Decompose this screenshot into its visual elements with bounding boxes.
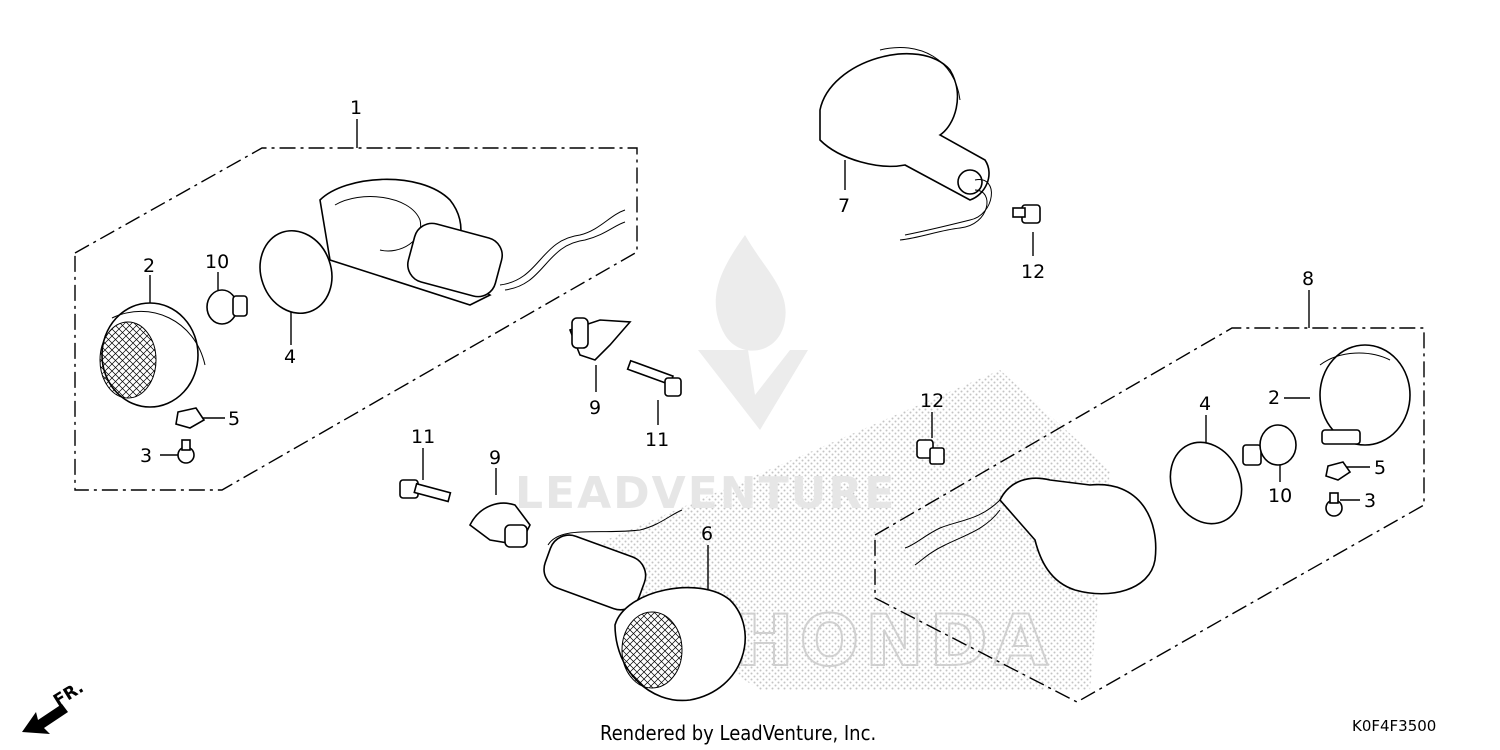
callout-5-right: 5: [1374, 457, 1386, 479]
stay-9-upper: [568, 317, 632, 361]
callout-6: 6: [701, 523, 713, 545]
render-credit: Rendered by LeadVenture, Inc.: [600, 721, 876, 745]
turn-signal-lens-left: [99, 302, 206, 408]
turn-signal-housing-left: [319, 178, 626, 306]
callout-11-upper: 11: [645, 429, 669, 451]
watermark-honda-text: HONDA: [735, 600, 1054, 682]
callout-5-left: 5: [228, 408, 240, 430]
callout-12-right: 12: [920, 390, 944, 412]
callout-3-right: 3: [1364, 490, 1376, 512]
callout-8: 8: [1302, 268, 1314, 290]
bolt-12-top: [1012, 204, 1041, 224]
callout-10-left: 10: [205, 251, 229, 273]
bolt-12-right: [916, 439, 945, 465]
callout-2-left: 2: [143, 255, 155, 277]
turn-signal-housing-right: [904, 477, 1157, 595]
leader-lines: [149, 119, 1370, 590]
callout-10-right: 10: [1268, 485, 1292, 507]
callout-2-right: 2: [1268, 387, 1280, 409]
turn-signal-body-7: [819, 46, 992, 241]
assembly-box-left: [74, 147, 638, 491]
stay-9-lower: [468, 502, 531, 548]
callout-3-left: 3: [140, 445, 152, 467]
assembly-box-right: [874, 327, 1425, 703]
nut-left: [175, 407, 206, 429]
watermark-v-icon: [698, 350, 808, 430]
screw-right: [1325, 492, 1343, 517]
diagram-code: K0F4F3500: [1352, 717, 1436, 735]
callout-7: 7: [838, 195, 850, 217]
watermark: LEADVENTURE HONDA: [515, 235, 1110, 690]
nut-right: [1325, 461, 1352, 481]
callout-1: 1: [350, 97, 362, 119]
callout-12-top: 12: [1021, 261, 1045, 283]
bolt-11-lower: [399, 479, 452, 503]
turn-signal-lens-right: [1319, 344, 1411, 446]
callout-11-lower: 11: [411, 426, 435, 448]
callout-4-right: 4: [1199, 393, 1211, 415]
watermark-flame-icon: [715, 235, 786, 351]
callout-4-left: 4: [284, 346, 296, 368]
bolt-11-upper: [626, 359, 682, 397]
turn-signal-assembly-6: [543, 509, 746, 702]
rubber-ring-left: [259, 229, 333, 315]
front-direction-arrow-icon: FR.: [22, 678, 87, 734]
callout-9-lower: 9: [489, 447, 501, 469]
front-direction-label: FR.: [50, 678, 87, 712]
watermark-brand-text: LEADVENTURE: [515, 468, 896, 519]
callout-9-upper: 9: [589, 397, 601, 419]
screw-left: [177, 439, 195, 464]
rubber-ring-right: [1169, 441, 1243, 525]
bulb-right: [1242, 424, 1297, 466]
bulb-left: [206, 289, 248, 325]
